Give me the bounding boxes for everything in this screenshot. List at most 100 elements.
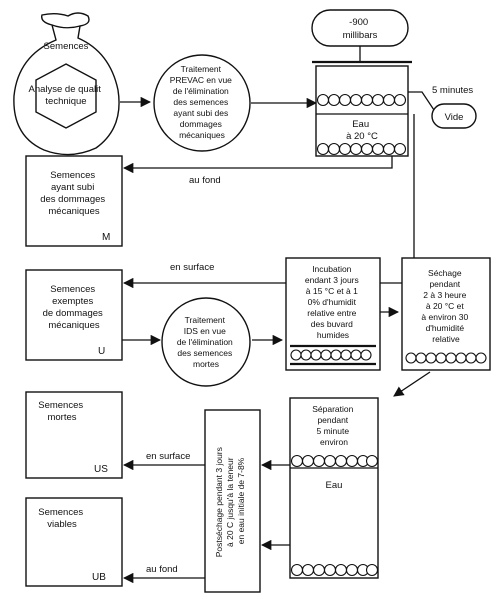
- seed-ball: [327, 142, 341, 156]
- en-surface-label-1: en surface: [170, 262, 214, 273]
- drying-box: Séchage pendant 2 à 3 heure à 20 °C et à…: [401, 257, 491, 371]
- seed-ball: [330, 349, 342, 361]
- seed-ball: [312, 454, 326, 468]
- undamaged-seeds-label: Semences exemptes de dommages mécaniques: [43, 284, 106, 331]
- drying-seed-layer: [405, 352, 487, 364]
- seed-ball: [393, 142, 407, 156]
- undamaged-seeds-rect: [25, 269, 123, 361]
- arrow-drying-to-separation: [393, 371, 431, 397]
- seed-ball: [334, 563, 348, 577]
- prevac-circle: [153, 54, 251, 152]
- seed-ball: [340, 349, 352, 361]
- drying-rect: [401, 257, 491, 371]
- tank-seed-layer-bottom: [316, 142, 407, 156]
- seed-ball: [301, 454, 315, 468]
- seed-ball: [345, 563, 359, 577]
- seed-ball: [323, 454, 337, 468]
- prevac-label: Traitement PREVAC en vue de l'éliminatio…: [170, 64, 235, 140]
- incubation-box: Incubation endant 3 jours à 15 °C et à 1…: [285, 257, 381, 371]
- damaged-seeds-box: Semences ayant subi des dommages mécaniq…: [25, 155, 123, 247]
- ids-treatment-node: Traitement IDS en vue de l'élimination d…: [161, 297, 251, 387]
- seed-ball: [338, 142, 352, 156]
- ids-label: Traitement IDS en vue de l'élimination d…: [177, 315, 235, 369]
- damaged-seeds-code: M: [102, 232, 110, 243]
- seed-ball: [290, 454, 304, 468]
- seed-ball: [445, 352, 457, 364]
- seed-ball: [371, 93, 385, 107]
- seed-ball: [345, 454, 359, 468]
- drying-label: Séchage pendant 2 à 3 heure à 20 °C et à…: [421, 268, 470, 344]
- vacuum-time-label: 5 minutes: [432, 85, 473, 96]
- seed-ball: [360, 142, 374, 156]
- post-drying-box: Postséchage pendant 3 jours à 20 C jusqu…: [204, 409, 261, 593]
- tank-seed-layer-top: [316, 93, 407, 107]
- seed-ball: [316, 142, 330, 156]
- separation-label: Séparation pendant 5 minute environ: [312, 404, 356, 447]
- dead-seeds-code: US: [94, 464, 108, 475]
- water-tank: Eau à 20 °C: [312, 60, 412, 157]
- seed-ball: [316, 93, 330, 107]
- vacuum-pump-label: Vide: [445, 112, 464, 123]
- seed-ball: [425, 352, 437, 364]
- dead-seeds-rect: [25, 391, 123, 479]
- seed-ball: [349, 93, 363, 107]
- vacuum-pump-shape: [431, 103, 477, 129]
- seed-ball: [334, 454, 348, 468]
- vacuum-pipe: [408, 91, 439, 117]
- en-surface-label-2: en surface: [146, 451, 190, 462]
- sack-title: Semences: [44, 41, 89, 52]
- arrow-tank-bottom-to-damaged: [122, 156, 393, 174]
- seed-ball: [290, 349, 302, 361]
- seed-ball: [465, 352, 477, 364]
- au-fond-label-1: au fond: [189, 175, 221, 186]
- seed-ball: [382, 93, 396, 107]
- seed-ball: [301, 563, 315, 577]
- separation-tank: Séparation pendant 5 minute environ Eau: [289, 397, 379, 579]
- sack-tie: [51, 24, 81, 29]
- seed-ball: [393, 93, 407, 107]
- pressure-capsule: -900 millibars: [311, 9, 409, 47]
- damaged-seeds-rect: [25, 155, 123, 247]
- prevac-treatment-node: Traitement PREVAC en vue de l'éliminatio…: [153, 54, 251, 152]
- post-drying-label: Postséchage pendant 3 jours à 20 C jusqu…: [214, 445, 246, 557]
- separation-water-label: Eau: [326, 480, 343, 491]
- viable-seeds-code: UB: [92, 572, 106, 583]
- seed-ball: [360, 349, 372, 361]
- separation-rect: [289, 397, 379, 579]
- vacuum-pump: Vide: [431, 103, 477, 129]
- seed-ball: [435, 352, 447, 364]
- seed-ball: [338, 93, 352, 107]
- seed-sack: Semences Analyse de qualit technique: [13, 12, 120, 156]
- au-fond-label-2: au fond: [146, 564, 178, 575]
- seed-ball: [349, 142, 363, 156]
- separation-seed-layer-top: [290, 454, 379, 468]
- seed-ball: [365, 454, 379, 468]
- seed-ball: [300, 349, 312, 361]
- seed-ball: [475, 352, 487, 364]
- damaged-seeds-label: Semences ayant subi des dommages mécaniq…: [40, 170, 108, 217]
- post-drying-rect: [204, 409, 261, 593]
- undamaged-seeds-box: Semences exemptes de dommages mécaniques…: [25, 269, 123, 361]
- seed-ball: [310, 349, 322, 361]
- seed-ball: [290, 563, 304, 577]
- tank-body: [315, 65, 409, 157]
- quality-analysis-hexagon: [35, 63, 97, 129]
- seed-ball: [312, 563, 326, 577]
- viable-seeds-box: Semences viables UB: [25, 497, 123, 587]
- dead-seeds-label: Semences mortes: [38, 400, 86, 423]
- tank-water-label: Eau à 20 °C: [346, 119, 378, 142]
- seed-ball: [365, 563, 379, 577]
- viable-seeds-rect: [25, 497, 123, 587]
- pressure-label: -900 millibars: [343, 17, 378, 41]
- seed-ball: [350, 349, 362, 361]
- ids-circle: [161, 297, 251, 387]
- seed-ball: [415, 352, 427, 364]
- seed-ball: [323, 563, 337, 577]
- seed-ball: [371, 142, 385, 156]
- quality-analysis-label: Analyse de qualit technique: [29, 84, 104, 107]
- incubation-label: Incubation endant 3 jours à 15 °C et à 1…: [305, 264, 361, 340]
- undamaged-seeds-code: U: [98, 346, 105, 357]
- seed-ball: [405, 352, 417, 364]
- seed-ball: [320, 349, 332, 361]
